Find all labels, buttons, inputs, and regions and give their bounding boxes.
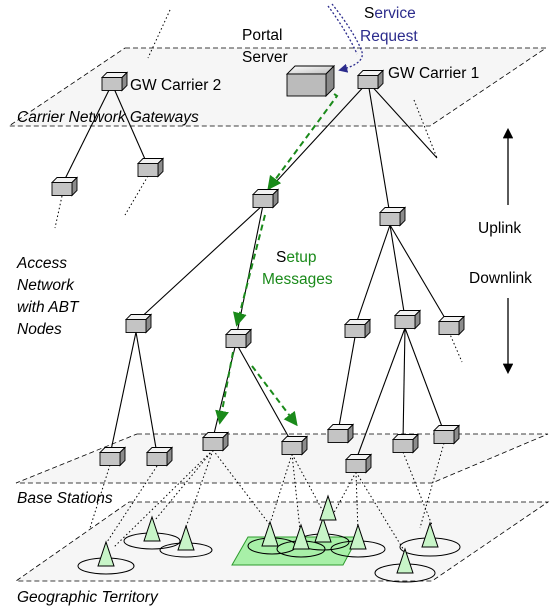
access-node — [124, 313, 153, 334]
portal-label-line2: Server — [242, 49, 288, 66]
service-request-line1: Service — [364, 5, 416, 22]
base-stations-label: Base Stations — [17, 490, 113, 507]
antenna-icon — [349, 523, 367, 550]
gw-carrier-1-label: GW Carrier 1 — [388, 65, 479, 82]
tree-links — [61, 81, 450, 461]
base-station-node — [344, 453, 373, 474]
antenna-icon — [143, 515, 161, 542]
antenna-icon — [177, 524, 195, 551]
access-node — [343, 318, 372, 339]
setup-messages-line1: Setup — [276, 249, 317, 266]
gw2-child-node-right — [136, 157, 165, 178]
antenna-icon — [319, 494, 337, 521]
access-node — [437, 315, 466, 336]
base-station-node — [98, 446, 127, 467]
uplink-label: Uplink — [478, 220, 521, 237]
base-station-node — [145, 446, 174, 467]
access-node — [378, 206, 407, 227]
antenna-icon — [314, 516, 332, 543]
setup-messages-line2: Messages — [262, 271, 333, 288]
antenna-icon — [97, 540, 115, 567]
access-node — [251, 188, 280, 209]
dotted-links — [54, 9, 463, 553]
antenna-icon — [396, 547, 414, 574]
gw2-child-node-left — [50, 176, 79, 197]
gw-carrier-1-node — [356, 69, 385, 90]
access-node — [393, 309, 422, 330]
antenna-icon — [261, 520, 279, 547]
base-station-node — [201, 431, 230, 452]
access-network-label-4: Nodes — [17, 321, 62, 338]
access-network-label-3: with ABT — [17, 299, 80, 316]
antennas — [97, 494, 439, 574]
gw-carrier-2-label: GW Carrier 2 — [130, 77, 221, 94]
portal-server — [285, 64, 336, 98]
base-station-node — [280, 435, 309, 456]
base-station-node — [326, 423, 355, 444]
carrier-gateways-label: Carrier Network Gateways — [17, 109, 199, 126]
antenna-icon — [421, 521, 439, 548]
network-nodes — [50, 69, 466, 474]
access-network-label-2: Network — [17, 277, 75, 294]
territory-label: Geographic Territory — [17, 589, 159, 606]
antenna-icon — [292, 523, 310, 550]
access-network-label-1: Access — [16, 255, 67, 272]
base-station-node — [391, 433, 420, 454]
service-request-line2: Request — [360, 28, 418, 45]
downlink-label: Downlink — [469, 270, 532, 287]
carrier-gateway-plane — [7, 47, 548, 127]
service-request-path — [327, 3, 363, 73]
gw-carrier-2-node — [100, 71, 129, 92]
access-node — [224, 328, 253, 349]
portal-label-line1: Portal — [242, 27, 283, 44]
base-station-node — [432, 424, 461, 445]
